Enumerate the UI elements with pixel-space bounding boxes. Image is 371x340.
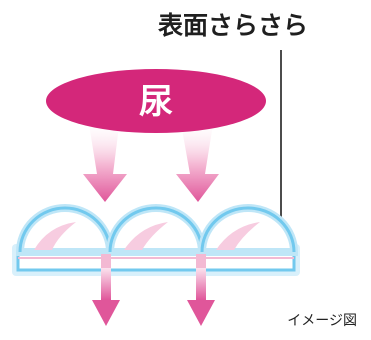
downward-arrow-icon	[83, 118, 127, 202]
fiber-layer	[12, 204, 300, 276]
caption: イメージ図	[287, 313, 357, 329]
urine-ellipse: 尿	[46, 69, 266, 133]
lower-arrows	[92, 268, 215, 326]
fiber-dome-icon	[105, 204, 207, 256]
fiber-dome-icon	[15, 204, 115, 256]
upper-arrows	[83, 118, 219, 202]
downward-arrow-icon	[187, 268, 215, 326]
fiber-dome-icon	[197, 204, 299, 256]
downward-arrow-icon	[92, 268, 120, 326]
urine-label: 尿	[139, 82, 173, 122]
downward-arrow-icon	[176, 118, 219, 202]
surface-label: 表面さらさら	[158, 11, 308, 40]
